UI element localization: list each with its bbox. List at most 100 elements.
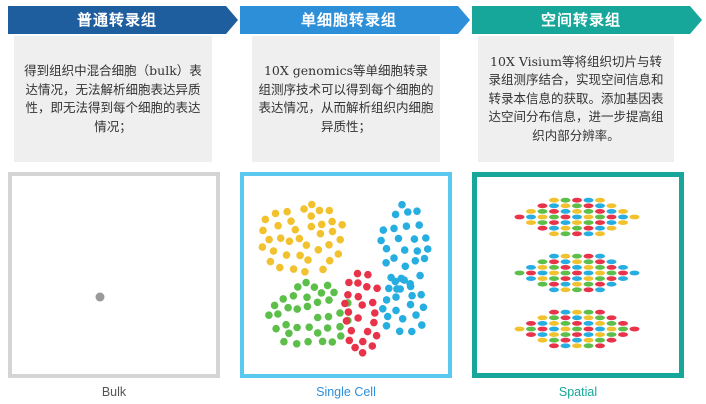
spatial-spot xyxy=(572,321,582,326)
spatial-spot xyxy=(560,231,571,237)
spatial-spot xyxy=(549,231,559,237)
cell-dot-blue xyxy=(391,210,400,219)
spatial-spot xyxy=(583,265,594,270)
spatial-spot xyxy=(549,332,559,337)
spatial-spot xyxy=(549,309,559,315)
cell-dot-green xyxy=(313,313,322,322)
spatial-spot xyxy=(560,281,571,287)
spatial-spot xyxy=(572,270,582,276)
spatial-illustration xyxy=(514,197,640,349)
spatial-spot xyxy=(537,321,548,326)
spatial-spot xyxy=(606,281,617,287)
spatial-spot xyxy=(606,321,617,326)
cell-dot-blue xyxy=(400,246,409,254)
cell-dot-yellow xyxy=(316,229,325,238)
column-bulk: 普通转录组 得到组织中混合细胞（bulk）表达情况，无法解析细胞表达异质性，即无… xyxy=(8,0,238,404)
cell-dot-yellow xyxy=(274,221,282,230)
spatial-spot xyxy=(549,209,559,214)
spatial-spot xyxy=(618,276,628,281)
spatial-spot xyxy=(560,326,571,332)
cell-dot-red xyxy=(368,298,377,307)
cell-dot-blue xyxy=(396,285,404,293)
cell-dot-red xyxy=(370,318,378,327)
cell-dot-red xyxy=(354,279,362,287)
spatial-spot xyxy=(560,276,571,281)
spatial-spot xyxy=(560,343,571,349)
spatial-spot xyxy=(583,326,594,332)
cell-dot-green xyxy=(293,305,301,313)
spatial-spot xyxy=(537,326,548,332)
cell-dot-red xyxy=(358,301,366,309)
spatial-spot xyxy=(572,276,582,281)
cell-dot-blue xyxy=(418,321,426,329)
spatial-spot xyxy=(595,259,605,265)
cell-dot-blue xyxy=(394,234,403,243)
description-box: 得到组织中混合细胞（bulk）表达情况，无法解析细胞表达异质性，即无法得到每个细… xyxy=(14,36,212,162)
cell-dot-blue xyxy=(382,322,391,330)
spatial-spot xyxy=(537,281,548,287)
spatial-spot xyxy=(549,259,559,265)
cell-dot-yellow xyxy=(276,234,285,242)
spatial-spot xyxy=(560,253,571,259)
spatial-spot xyxy=(572,225,582,231)
single-cell-illustration xyxy=(258,200,432,357)
column-spatial: 空间转录组 10X Visium等将组织切片与转录组测序结合，实现空间信息和转录… xyxy=(472,0,702,404)
cell-dot-yellow xyxy=(325,206,334,215)
cell-dot-yellow xyxy=(334,250,343,258)
cell-dot-yellow xyxy=(325,256,334,265)
spatial-spot xyxy=(572,203,582,209)
cell-dot-yellow xyxy=(301,268,309,276)
spatial-spot xyxy=(549,315,559,321)
spatial-spot xyxy=(595,276,605,281)
spatial-spot xyxy=(606,270,617,276)
spatial-spot xyxy=(537,259,548,265)
cell-dot-red xyxy=(344,308,353,316)
spatial-spot xyxy=(526,209,536,214)
spatial-spot xyxy=(629,326,640,332)
spatial-spot xyxy=(572,281,582,287)
spatial-spot xyxy=(537,332,548,337)
spatial-spot xyxy=(526,265,536,270)
spatial-spot xyxy=(572,315,582,321)
cell-dot-green xyxy=(303,293,311,302)
spatial-spot xyxy=(595,337,605,343)
spatial-spot xyxy=(583,231,594,237)
cell-dot-blue xyxy=(423,245,432,253)
cell-dot-yellow xyxy=(269,247,278,255)
cell-dot-blue xyxy=(413,247,422,255)
spatial-spot xyxy=(572,197,582,203)
cell-dot-yellow xyxy=(302,241,311,249)
spatial-spot xyxy=(583,315,594,321)
cell-dot-blue xyxy=(413,207,421,215)
spatial-spot xyxy=(560,220,571,225)
single-cell-panel xyxy=(240,172,452,378)
cell-dot-yellow xyxy=(304,256,312,264)
cell-dot-blue xyxy=(395,327,404,336)
banner-single-cell: 单细胞转录组 xyxy=(240,6,470,34)
spatial-spot xyxy=(583,259,594,265)
cell-dot-blue xyxy=(419,303,428,312)
spatial-spot xyxy=(583,203,594,209)
spatial-spot xyxy=(583,197,594,203)
spatial-spot xyxy=(514,214,525,220)
cell-dot-blue xyxy=(383,312,392,321)
cell-dot-green xyxy=(282,320,290,329)
cell-dot-blue xyxy=(392,306,400,315)
cell-dot-blue xyxy=(390,224,398,233)
description-text: 得到组织中混合细胞（bulk）表达情况，无法解析细胞表达异质性，即无法得到每个细… xyxy=(24,63,202,134)
cell-dot-blue xyxy=(406,282,415,291)
cell-dot-green xyxy=(272,324,280,333)
spatial-spot xyxy=(537,270,548,276)
spatial-spot xyxy=(537,203,548,209)
spatial-spot xyxy=(560,309,571,315)
cell-dot-blue xyxy=(416,271,424,280)
cell-dot-red xyxy=(345,336,354,345)
spatial-spot xyxy=(549,281,559,287)
cell-dot-yellow xyxy=(271,209,280,218)
cell-dot-blue xyxy=(400,276,408,284)
cell-dot-blue xyxy=(382,296,391,304)
cell-dot-green xyxy=(328,338,337,346)
banner-title: 单细胞转录组 xyxy=(300,11,397,29)
cell-dot-blue xyxy=(379,305,387,313)
cell-dot-green xyxy=(336,309,344,317)
